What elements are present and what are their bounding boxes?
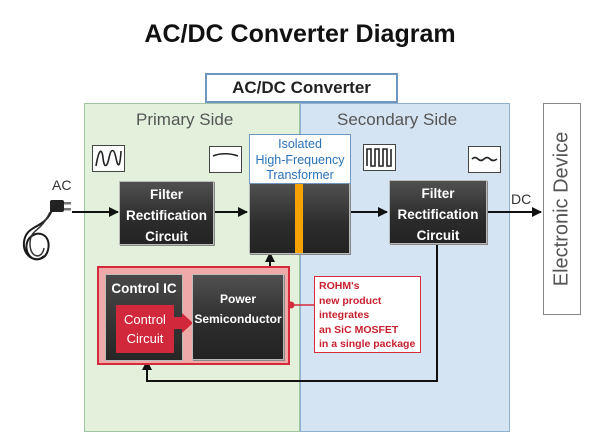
primary-filter-line: Rectification bbox=[125, 208, 207, 223]
electronic-device-box bbox=[543, 103, 581, 315]
ac-label: AC bbox=[52, 177, 72, 193]
transformer-label-line: Isolated bbox=[278, 137, 322, 151]
pulse-wave-icon bbox=[363, 144, 396, 171]
ripple-wave-icon bbox=[468, 146, 501, 173]
page-title: AC/DC Converter Diagram bbox=[144, 20, 456, 48]
power-semi-line: Power bbox=[219, 292, 256, 306]
callout-line: ROHM's bbox=[319, 280, 360, 292]
callout-line: integrates bbox=[319, 309, 370, 321]
primary-filter-block: Filter Rectification Circuit bbox=[119, 181, 214, 245]
power-semiconductor-block: Power Semiconductor bbox=[192, 274, 284, 360]
secondary-side-label: Secondary Side bbox=[337, 110, 458, 129]
transformer-label: Isolated High-Frequency Transformer bbox=[249, 134, 351, 184]
control-arrow bbox=[172, 313, 193, 333]
rohm-callout: ROHM's new product integrates an SiC MOS… bbox=[314, 276, 421, 353]
electronic-device-label: Electronic Device bbox=[550, 131, 573, 287]
dc-label: DC bbox=[511, 191, 532, 207]
transformer-label-line: Transformer bbox=[266, 168, 334, 182]
callout-line: new product bbox=[319, 294, 382, 307]
control-circuit-block: Control Circuit bbox=[116, 305, 174, 353]
transformer-block bbox=[249, 183, 350, 254]
flat-wave-icon bbox=[209, 146, 242, 173]
power-semi-line: Semiconductor bbox=[194, 312, 282, 326]
primary-filter-line: Filter bbox=[149, 187, 183, 202]
control-circuit-line: Control bbox=[124, 312, 166, 327]
secondary-filter-line: Rectification bbox=[397, 207, 479, 222]
callout-line: an SiC MOSFET bbox=[319, 323, 399, 336]
control-circuit-line: Circuit bbox=[126, 331, 164, 346]
ac-plug-icon bbox=[14, 190, 74, 277]
transformer-core bbox=[295, 184, 303, 253]
transformer-label-line: High-Frequency bbox=[255, 152, 345, 167]
sine-wave-icon bbox=[92, 145, 125, 172]
converter-label: AC/DC Converter bbox=[205, 73, 398, 103]
secondary-filter-block: Filter Rectification Circuit bbox=[389, 180, 487, 244]
primary-filter-line: Circuit bbox=[145, 229, 188, 244]
secondary-filter-line: Filter bbox=[421, 186, 455, 201]
control-ic-label: Control IC bbox=[111, 281, 177, 296]
primary-side-label: Primary Side bbox=[136, 110, 234, 129]
secondary-filter-line: Circuit bbox=[416, 228, 460, 243]
callout-line: in a single package bbox=[319, 338, 416, 350]
